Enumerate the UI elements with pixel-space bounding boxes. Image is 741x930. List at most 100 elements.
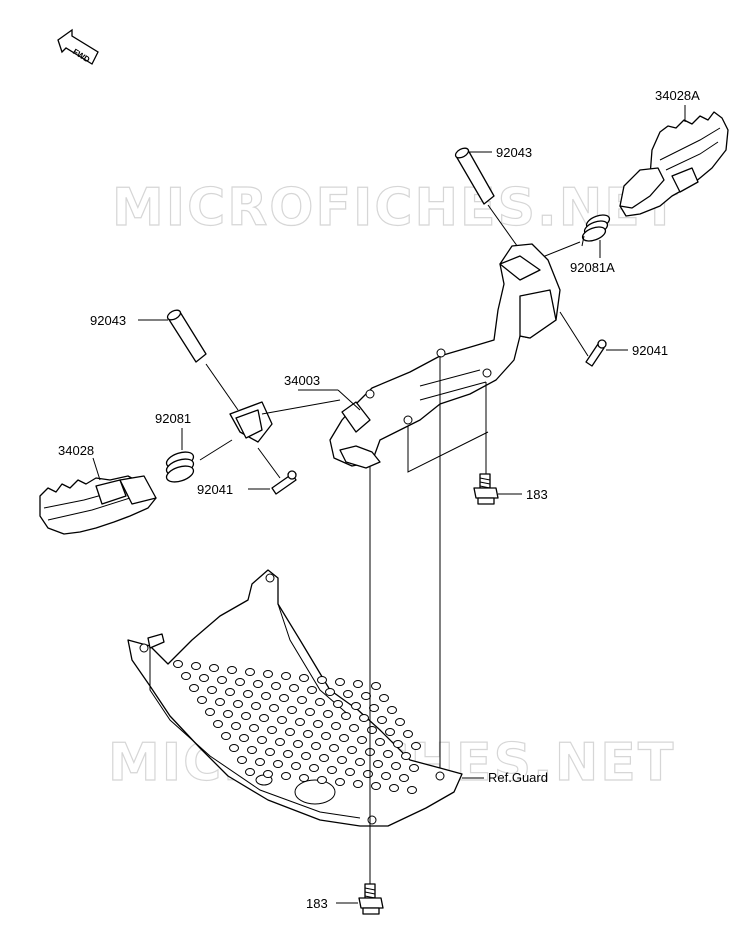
label-92043-top: 92043 [496,145,532,160]
vent-hole [309,764,319,772]
vent-hole [411,742,421,750]
vent-hole [263,670,273,678]
cotter-pin-92041-left[interactable] [271,470,297,495]
vent-hole [335,778,345,786]
vent-hole [293,740,303,748]
vent-hole [231,722,241,730]
vent-hole [205,708,215,716]
vent-hole [263,770,273,778]
vent-hole [301,752,311,760]
bolt-183-top[interactable] [473,473,499,505]
vent-hole [391,762,401,770]
label-92043-left: 92043 [90,313,126,328]
vent-hole [287,706,297,714]
spring-92081a[interactable] [581,212,612,247]
vent-hole [253,680,263,688]
vent-hole [389,784,399,792]
vent-hole [297,696,307,704]
vent-hole [311,742,321,750]
vent-hole [191,662,201,670]
label-92041-left: 92041 [197,482,233,497]
vent-hole [285,728,295,736]
vent-hole [371,682,381,690]
footpeg-left-34028[interactable] [39,475,157,535]
vent-hole [337,756,347,764]
vent-hole [299,774,309,782]
vent-hole [271,682,281,690]
label-34028: 34028 [58,443,94,458]
label-92081a: 92081A [570,260,615,275]
vent-hole [387,706,397,714]
vent-hole [347,746,357,754]
vent-hole [353,680,363,688]
vent-hole [217,676,227,684]
vent-hole [395,718,405,726]
vent-hole [269,704,279,712]
vent-hole [375,738,385,746]
vent-hole [295,718,305,726]
vent-hole [325,688,335,696]
vent-hole [305,708,315,716]
bolt-183-bottom[interactable] [358,883,384,915]
vent-hole [189,684,199,692]
vent-hole [215,698,225,706]
pin-92043-left[interactable] [166,308,207,363]
vent-hole [239,734,249,742]
vent-hole [339,734,349,742]
guard-vent-holes [173,660,421,794]
vent-hole [277,716,287,724]
vent-hole [245,668,255,676]
vent-hole [317,676,327,684]
label-34003: 34003 [284,373,320,388]
vent-hole [313,720,323,728]
vent-hole [265,748,275,756]
vent-hole [275,738,285,746]
vent-hole [199,674,209,682]
vent-hole [197,696,207,704]
vent-hole [363,770,373,778]
vent-hole [353,780,363,788]
fwd-arrow-icon: FWD [57,28,99,65]
vent-hole [323,710,333,718]
spring-92081-left[interactable] [165,449,196,485]
vent-hole [359,714,369,722]
vent-hole [283,750,293,758]
footpeg-bracket-34003[interactable] [329,243,561,469]
vent-hole [249,724,259,732]
vent-hole [281,672,291,680]
vent-hole [267,726,277,734]
vent-hole [255,758,265,766]
vent-hole [369,704,379,712]
vent-hole [229,744,239,752]
vent-hole [385,728,395,736]
vent-hole [355,758,365,766]
vent-hole [259,714,269,722]
vent-hole [341,712,351,720]
vent-hole [223,710,233,718]
vent-hole [317,776,327,784]
pin-92043-top[interactable] [454,146,495,205]
vent-hole [237,756,247,764]
label-183-bottom: 183 [306,896,328,911]
vent-hole [361,692,371,700]
vent-hole [291,762,301,770]
vent-hole [289,684,299,692]
vent-hole [321,732,331,740]
vent-hole [409,764,419,772]
bracket-left-mount [229,401,273,443]
vent-hole [247,746,257,754]
vent-hole [315,698,325,706]
vent-hole [335,678,345,686]
vent-hole [407,786,417,794]
vent-hole [399,774,409,782]
label-92041-right: 92041 [632,343,668,358]
vent-hole [245,768,255,776]
vent-hole [343,690,353,698]
vent-hole [257,736,267,744]
vent-hole [351,702,361,710]
footpeg-right-34028a[interactable] [619,111,729,217]
vent-hole [329,744,339,752]
cotter-pin-92041-right[interactable] [585,339,607,367]
vent-hole [233,700,243,708]
